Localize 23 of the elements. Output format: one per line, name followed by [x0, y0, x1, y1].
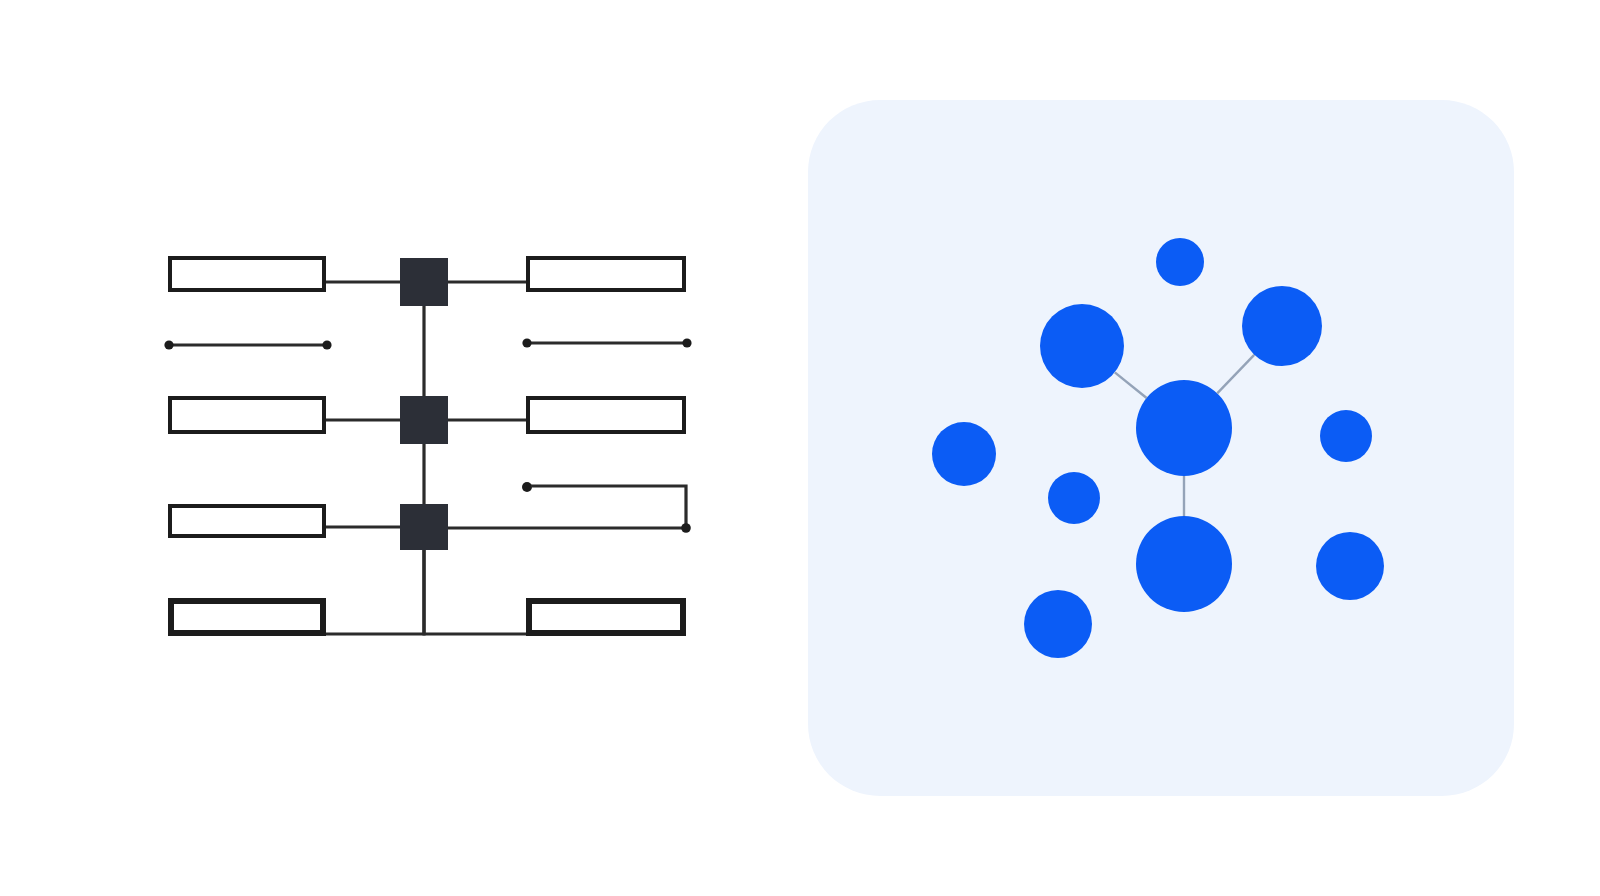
connector-line [1216, 353, 1256, 395]
empty-rectangle [168, 598, 326, 636]
empty-rectangle [526, 598, 686, 636]
connector-line [422, 550, 526, 636]
connector-line [448, 280, 526, 284]
connector-line [326, 418, 400, 422]
empty-rectangle [526, 396, 686, 434]
empty-rectangle [526, 256, 686, 292]
empty-rectangle [168, 256, 326, 292]
empty-rectangle [168, 504, 326, 538]
connector-line [422, 444, 426, 504]
junction-square [400, 504, 448, 550]
connector-line [326, 280, 400, 284]
empty-rectangle [168, 396, 326, 434]
connector-line [326, 525, 400, 529]
background-panel [808, 100, 1514, 796]
connector-line [448, 418, 526, 422]
junction-square [400, 258, 448, 306]
junction-square [400, 396, 448, 444]
connector-line [1114, 371, 1148, 399]
connector-line [448, 484, 688, 530]
connector-line [422, 306, 426, 396]
connector-line [1182, 476, 1186, 516]
